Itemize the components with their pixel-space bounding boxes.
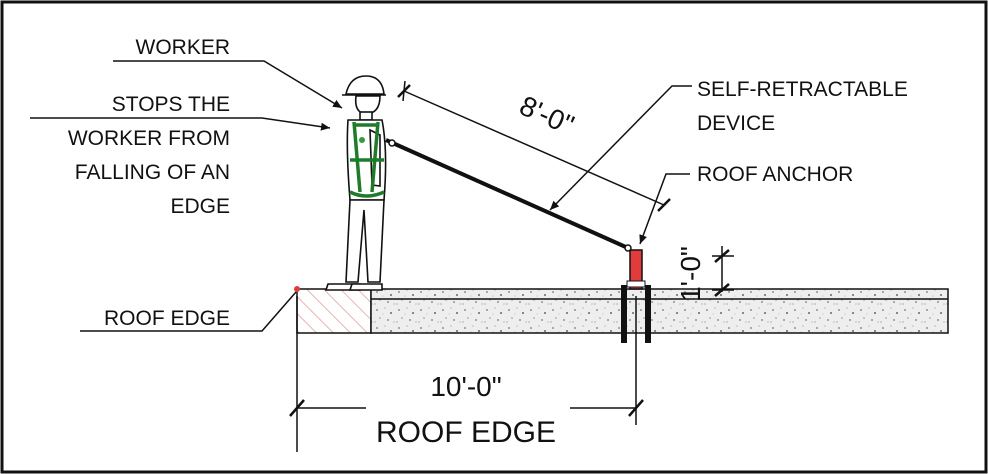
safety-harness (349, 121, 385, 198)
callout-leaders (30, 60, 692, 332)
srd-label-line1: SELF-RETRACTABLE (697, 78, 908, 101)
worker-figure (324, 75, 387, 291)
worker-label: WORKER (136, 36, 231, 59)
roof-edge-section (296, 288, 372, 334)
harness-leader (30, 117, 331, 131)
harness-label-line2: WORKER FROM (68, 127, 230, 150)
srd-label-line2: DEVICE (697, 112, 775, 135)
harness-label-line1: STOPS THE (112, 93, 230, 116)
harness-label-line4: EDGE (170, 195, 230, 218)
roof-deck (370, 288, 949, 334)
edge-point-marker (294, 286, 300, 292)
edge-distance-caption: ROOF EDGE (376, 416, 556, 449)
edge-distance-label: 10'-0" (430, 371, 501, 402)
worker-leader (113, 60, 343, 109)
roof-anchor (621, 249, 651, 343)
roof-edge-leader (80, 291, 297, 332)
hard-hat-icon (345, 75, 385, 95)
srd-leader (549, 85, 692, 211)
edge-distance-dimension (289, 296, 644, 452)
harness-label-line3: FALLING OF AN (75, 161, 230, 184)
roof-slab (294, 286, 949, 334)
lanyard-line (385, 138, 629, 250)
anchor-height-dimension (712, 246, 734, 297)
anchor-height-label: 1'-0" (675, 246, 706, 302)
roof-anchor-label: ROOF ANCHOR (697, 163, 853, 186)
lanyard-dimension (397, 80, 671, 212)
anchor-leader (639, 173, 690, 245)
roof-edge-label: ROOF EDGE (104, 307, 230, 330)
